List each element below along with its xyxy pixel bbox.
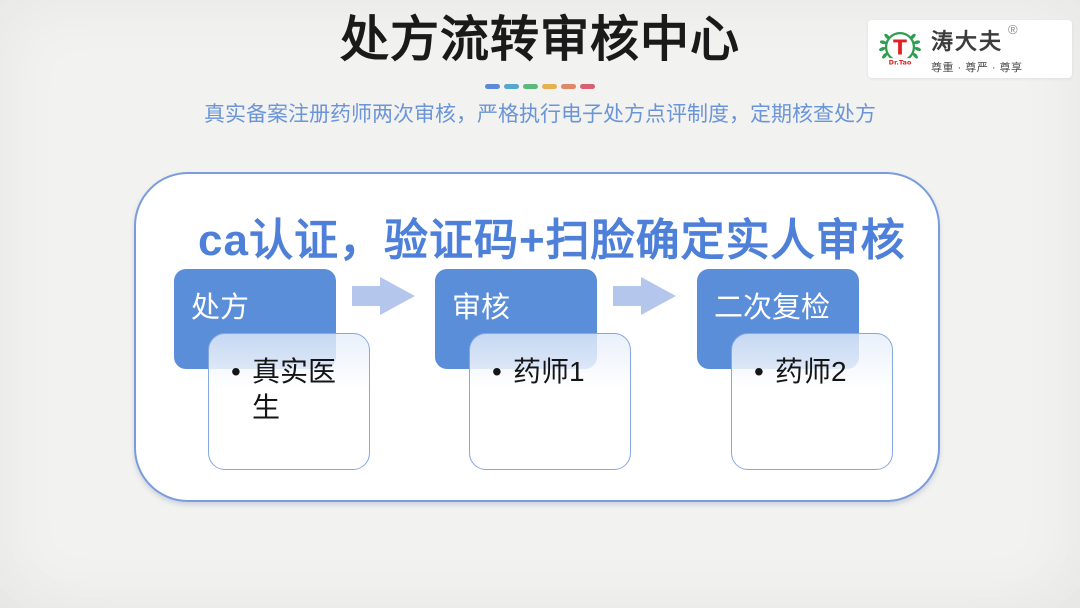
step-detail: 药师1 [513, 356, 585, 387]
brand-line: 涛大夫 ® [931, 21, 1023, 56]
content-panel: ca认证，验证码+扫脸确定实人审核 处方 • 真实医生 审核 • 药师1 [134, 172, 940, 502]
card-line: • 真实医生 [231, 354, 357, 426]
step-detail: 真实医生 [252, 356, 337, 423]
step-detail: 药师2 [775, 356, 847, 387]
right-arrow-icon [613, 277, 676, 315]
dr-tao-emblem-icon: T Dr.Tao [878, 32, 922, 66]
bullet-icon: • [492, 356, 502, 387]
registered-trademark-icon: ® [1008, 21, 1018, 37]
logo-text: 涛大夫 ® 尊重 · 尊严 · 尊享 [931, 21, 1023, 75]
title-underline-dash [523, 84, 538, 89]
bullet-icon: • [754, 356, 764, 387]
page-title: 处方流转审核中心 [339, 13, 740, 67]
brand-logo: T Dr.Tao 涛大夫 ® 尊重 · 尊严 · 尊享 [868, 20, 1072, 78]
panel-heading: ca认证，验证码+扫脸确定实人审核 [198, 216, 906, 265]
brand-name: 涛大夫 [931, 28, 1004, 54]
brand-tagline: 尊重 · 尊严 · 尊享 [931, 61, 1023, 74]
right-arrow-icon [352, 277, 415, 315]
emblem-caption: Dr.Tao [889, 58, 912, 66]
bullet-icon: • [231, 356, 241, 387]
title-underline-dash [561, 84, 576, 89]
emblem-letter: T [893, 35, 907, 59]
title-underline [0, 84, 1080, 89]
card-line: • 药师1 [492, 354, 618, 390]
page-subtitle: 真实备案注册药师两次审核，严格执行电子处方点评制度，定期核查处方 [204, 103, 876, 126]
title-underline-dash [504, 84, 519, 89]
title-underline-dash [542, 84, 557, 89]
step-label: 二次复检 [714, 292, 831, 324]
step-card-prescription: • 真实医生 [208, 333, 370, 470]
title-underline-dash [485, 84, 500, 89]
step-label: 处方 [191, 292, 250, 324]
card-line: • 药师2 [754, 354, 880, 390]
step-card-review: • 药师1 [469, 333, 631, 470]
title-underline-dash [580, 84, 595, 89]
step-label: 审核 [452, 292, 511, 324]
step-card-recheck: • 药师2 [731, 333, 893, 470]
